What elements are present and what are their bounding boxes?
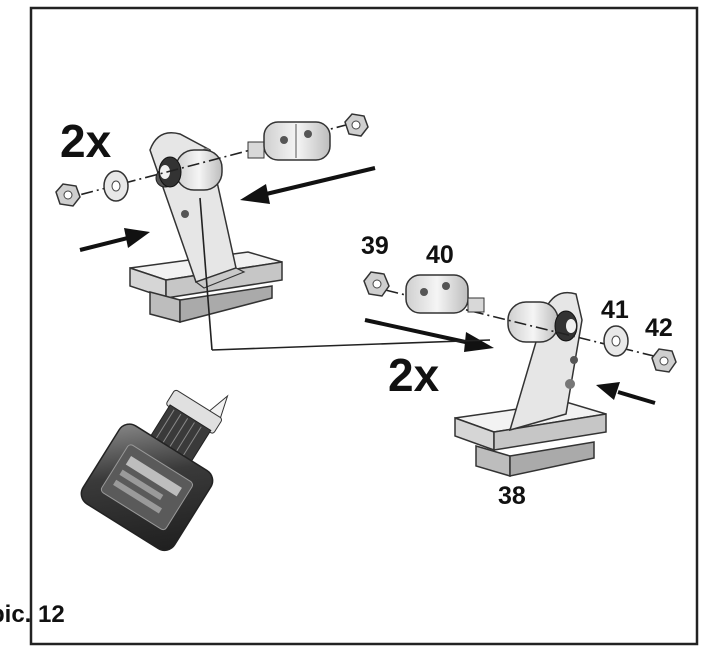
hex-nut-icon — [363, 271, 390, 297]
washer-icon — [603, 325, 629, 357]
coupler-icon — [247, 121, 331, 161]
part-number-39: 39 — [361, 232, 389, 260]
frame-border — [29, 6, 699, 646]
arrow-icon — [596, 382, 656, 405]
coupler-icon — [405, 274, 485, 314]
arrow-icon — [79, 228, 150, 252]
quantity-label-right: 2x — [388, 349, 440, 401]
quantity-label-left: 2x — [60, 115, 112, 167]
hex-nut-icon — [651, 348, 677, 373]
glue-leader-left — [199, 197, 213, 351]
bracket-right — [507, 291, 583, 432]
part-number-40: 40 — [426, 241, 454, 269]
hex-nut-icon — [55, 183, 81, 207]
figure-caption: pic. 12 — [0, 601, 65, 628]
arrow-icon — [364, 318, 494, 352]
hex-nut-icon — [344, 113, 369, 137]
arrow-icon — [240, 166, 376, 204]
part-number-38: 38 — [498, 482, 526, 510]
washer-icon — [103, 170, 129, 202]
glue-bottle-icon — [80, 389, 229, 552]
part-number-42: 42 — [645, 314, 673, 342]
glue-leader-right — [211, 339, 491, 351]
part-number-41: 41 — [601, 296, 629, 324]
